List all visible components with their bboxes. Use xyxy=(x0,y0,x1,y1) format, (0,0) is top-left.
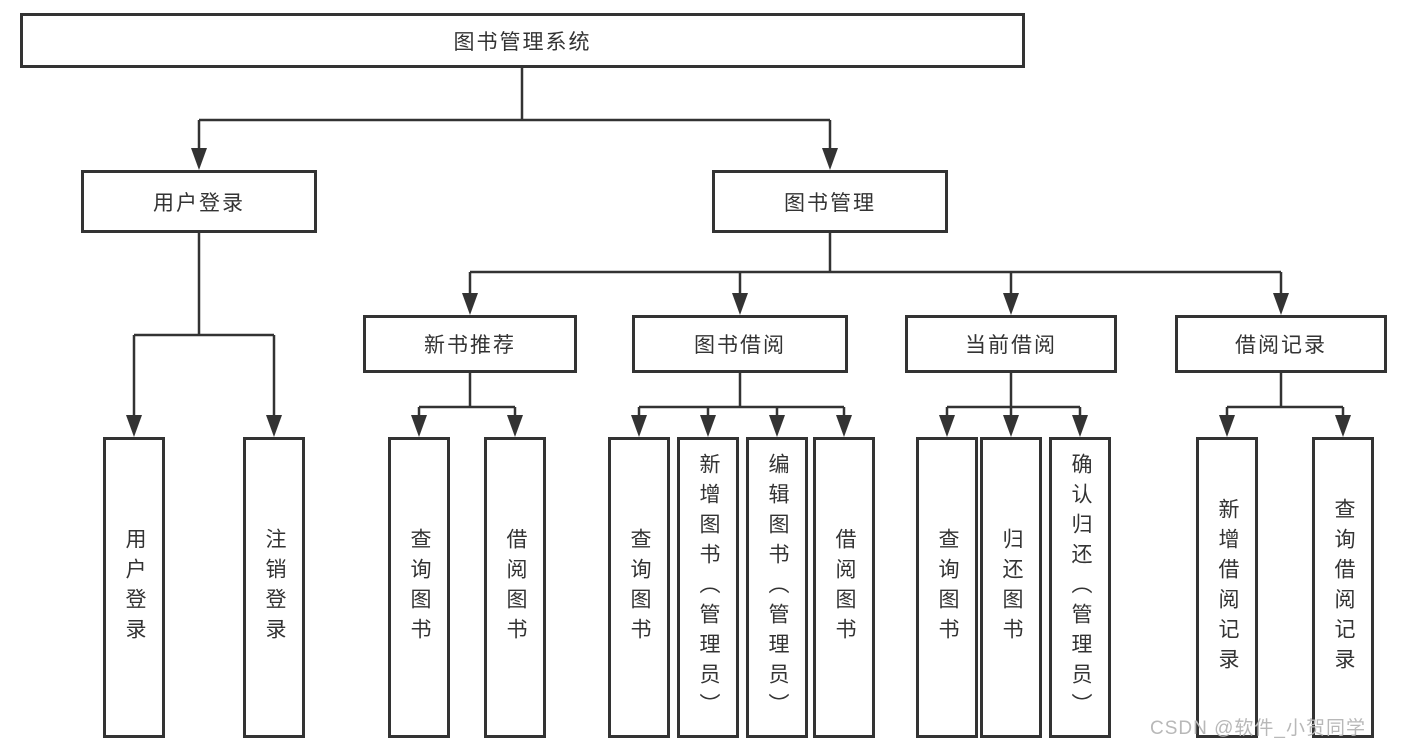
arrowhead xyxy=(1219,415,1235,437)
node-leaf-user-login: 用户登录 xyxy=(103,437,165,738)
node-leaf-query-books-current: 查询图书 xyxy=(916,437,978,738)
arrowhead xyxy=(411,415,427,437)
node-leaf-borrow-books-borrowing: 借阅图书 xyxy=(813,437,875,738)
connector-root-to-level2 xyxy=(197,68,832,152)
node-leaf-add-borrow-record: 新增借阅记录 xyxy=(1196,437,1258,738)
connector-user-login-children xyxy=(132,233,276,419)
node-leaf-logout: 注销登录 xyxy=(243,437,305,738)
node-current-borrowing: 当前借阅 xyxy=(905,315,1117,373)
watermark-text: CSDN @软件_小贺同学 xyxy=(1150,718,1366,739)
node-book-management: 图书管理 xyxy=(712,170,948,233)
node-leaf-add-books-admin: 新增图书（管理员） xyxy=(677,437,739,738)
connector-book-management-children xyxy=(468,233,1283,297)
arrowhead xyxy=(700,415,716,437)
arrowheads xyxy=(126,148,1351,437)
node-leaf-return-books: 归还图书 xyxy=(980,437,1042,738)
connector-borrowing-records-children xyxy=(1225,373,1345,419)
arrowhead xyxy=(1273,293,1289,315)
arrowhead xyxy=(732,293,748,315)
node-library-system: 图书管理系统 xyxy=(20,13,1025,68)
arrowhead xyxy=(126,415,142,437)
node-leaf-query-borrow-record: 查询借阅记录 xyxy=(1312,437,1374,738)
connector-current-borrowing-children xyxy=(945,373,1082,419)
connector-new-book-recommend-children xyxy=(417,373,517,419)
node-leaf-confirm-return-admin: 确认归还（管理员） xyxy=(1049,437,1111,738)
arrowhead xyxy=(836,415,852,437)
arrowhead xyxy=(266,415,282,437)
arrowhead xyxy=(1003,415,1019,437)
node-new-book-recommend: 新书推荐 xyxy=(363,315,577,373)
node-leaf-edit-books-admin: 编辑图书（管理员） xyxy=(746,437,808,738)
node-leaf-query-books-recommend: 查询图书 xyxy=(388,437,450,738)
connector-book-borrowing-children xyxy=(637,373,846,419)
arrowhead xyxy=(769,415,785,437)
arrowhead xyxy=(507,415,523,437)
arrowhead xyxy=(631,415,647,437)
arrowhead xyxy=(1072,415,1088,437)
arrowhead xyxy=(1335,415,1351,437)
node-borrowing-records: 借阅记录 xyxy=(1175,315,1387,373)
arrowhead xyxy=(939,415,955,437)
arrowhead xyxy=(822,148,838,170)
node-book-borrowing: 图书借阅 xyxy=(632,315,848,373)
node-user-login: 用户登录 xyxy=(81,170,317,233)
arrowhead xyxy=(1003,293,1019,315)
arrowhead xyxy=(191,148,207,170)
node-leaf-borrow-books-recommend: 借阅图书 xyxy=(484,437,546,738)
node-leaf-query-books-borrowing: 查询图书 xyxy=(608,437,670,738)
arrowhead xyxy=(462,293,478,315)
